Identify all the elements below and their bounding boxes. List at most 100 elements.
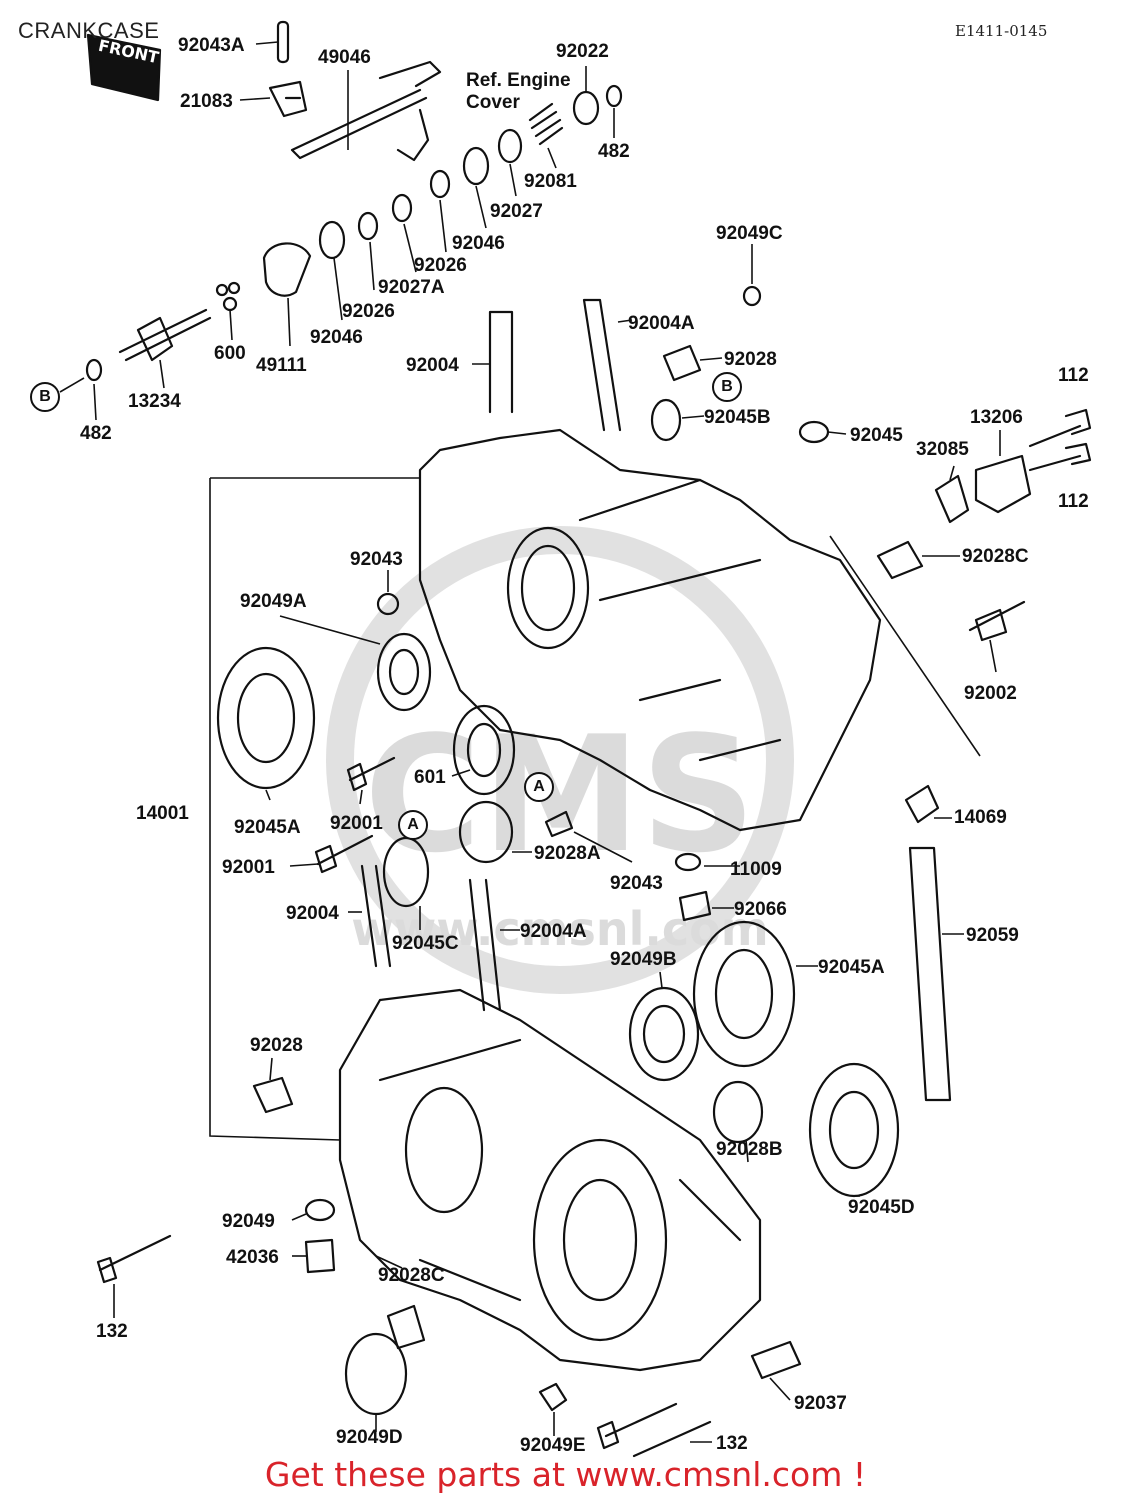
crankcase-lower-half <box>338 988 762 1372</box>
part-label-49111[interactable]: 49111 <box>256 355 307 376</box>
part-label-92049D[interactable]: 92049D <box>336 1427 403 1448</box>
marker-a-center: A <box>524 772 554 802</box>
part-label-132-left[interactable]: 132 <box>96 1321 128 1342</box>
part-label-21083[interactable]: 21083 <box>180 91 233 112</box>
bolt-112b <box>1028 442 1092 472</box>
part-label-92046-b[interactable]: 92046 <box>310 327 363 348</box>
part-label-49046[interactable]: 49046 <box>318 47 371 68</box>
part-label-13234[interactable]: 13234 <box>128 391 181 412</box>
shaft-arm <box>378 60 442 162</box>
upper-bore-inner <box>520 544 576 632</box>
part-label-92001-upper[interactable]: 92001 <box>330 813 383 834</box>
part-label-92028C-right[interactable]: 92028C <box>962 546 1029 567</box>
part-label-92045[interactable]: 92045 <box>850 425 903 446</box>
part-label-92028C-bottom[interactable]: 92028C <box>378 1265 445 1286</box>
part-label-92049[interactable]: 92049 <box>222 1211 275 1232</box>
part-label-601[interactable]: 601 <box>414 767 446 788</box>
part-label-92037[interactable]: 92037 <box>794 1393 847 1414</box>
ring-92027A <box>391 193 413 223</box>
part-label-132-right[interactable]: 132 <box>716 1433 748 1454</box>
cap-482b <box>85 358 103 382</box>
washer-92027 <box>497 128 523 164</box>
part-label-92059[interactable]: 92059 <box>966 925 1019 946</box>
gear-13234 <box>118 308 212 362</box>
part-label-92066[interactable]: 92066 <box>734 899 787 920</box>
tube-92059 <box>908 846 952 1102</box>
bearing-601 <box>452 704 516 796</box>
collar-92028B <box>712 1080 764 1144</box>
crank-housing <box>532 1138 668 1342</box>
part-label-92043A[interactable]: 92043A <box>178 35 245 56</box>
seal-92049D <box>344 1332 408 1416</box>
part-label-482-left[interactable]: 482 <box>80 423 112 444</box>
part-label-112-bottom[interactable]: 112 <box>1058 491 1089 512</box>
bracket-32085 <box>934 474 970 524</box>
plug-92028C-b <box>386 1304 426 1350</box>
part-label-92045A-right[interactable]: 92045A <box>818 957 885 978</box>
part-label-92028A[interactable]: 92028A <box>534 843 601 864</box>
washer-92026a <box>429 169 451 199</box>
part-label-112-top[interactable]: 112 <box>1058 365 1089 386</box>
dowel-92043-c <box>544 810 574 838</box>
part-label-92026-b[interactable]: 92026 <box>342 301 395 322</box>
clip-92049E <box>538 1382 568 1412</box>
part-label-92028B[interactable]: 92028B <box>716 1139 783 1160</box>
part-label-92045A-left[interactable]: 92045A <box>234 817 301 838</box>
part-label-92002[interactable]: 92002 <box>964 683 1017 704</box>
part-label-92004A-top[interactable]: 92004A <box>628 313 695 334</box>
watermark-logo: CMS www.cmsnl.com <box>326 526 794 994</box>
part-label-92004-bottom[interactable]: 92004 <box>286 903 339 924</box>
part-label-92028-top[interactable]: 92028 <box>724 349 777 370</box>
part-label-92049B[interactable]: 92049B <box>610 949 677 970</box>
crankcase-upper-half <box>418 428 882 832</box>
bearing-601-inner <box>466 722 502 778</box>
part-label-92027[interactable]: 92027 <box>490 201 543 222</box>
part-label-92045B[interactable]: 92045B <box>704 407 771 428</box>
part-label-92026-a[interactable]: 92026 <box>414 255 467 276</box>
part-label-13206[interactable]: 13206 <box>970 407 1023 428</box>
part-label-14069[interactable]: 14069 <box>954 807 1007 828</box>
part-label-42036[interactable]: 42036 <box>226 1247 279 1268</box>
lower-case-rib <box>378 1038 742 1302</box>
ref-engine-cover-note: Ref. Engine Cover <box>466 70 571 114</box>
footer-link[interactable]: Get these parts at www.cmsnl.com ! <box>264 1455 867 1494</box>
part-label-92043-left[interactable]: 92043 <box>350 549 403 570</box>
upper-case-rib <box>578 478 782 762</box>
part-label-92045C[interactable]: 92045C <box>392 933 459 954</box>
bearing-92045D <box>808 1062 900 1198</box>
bearing-92045D-inner <box>828 1090 880 1170</box>
marker-b-left: B <box>30 382 60 412</box>
bearing-92045B <box>650 398 682 442</box>
part-label-92046-a[interactable]: 92046 <box>452 233 505 254</box>
bolt-92001b <box>314 834 374 874</box>
part-label-32085[interactable]: 32085 <box>916 439 969 460</box>
part-label-92081[interactable]: 92081 <box>524 171 577 192</box>
plug-92028C-r <box>876 540 924 580</box>
part-label-92027A[interactable]: 92027A <box>378 277 445 298</box>
washer-92026b <box>357 211 379 241</box>
part-label-92001-lower[interactable]: 92001 <box>222 857 275 878</box>
stud-92004-bot <box>360 864 392 968</box>
part-label-11009[interactable]: 11009 <box>730 859 782 880</box>
bolt-92001a <box>346 756 396 792</box>
part-label-92049E[interactable]: 92049E <box>520 1435 586 1456</box>
bearing-92045A-l <box>216 646 316 790</box>
collar-49111 <box>262 242 312 297</box>
part-label-92004-top[interactable]: 92004 <box>406 355 459 376</box>
part-label-92049C[interactable]: 92049C <box>716 223 783 244</box>
part-label-482-top[interactable]: 482 <box>598 141 630 162</box>
part-label-92045D[interactable]: 92045D <box>848 1197 915 1218</box>
part-label-600[interactable]: 600 <box>214 343 246 364</box>
part-label-92022[interactable]: 92022 <box>556 41 609 62</box>
part-label-92004A-bottom[interactable]: 92004A <box>520 921 587 942</box>
ref-note-line1: Ref. Engine <box>466 70 571 91</box>
part-label-14001[interactable]: 14001 <box>136 803 189 824</box>
part-label-92028-bottom[interactable]: 92028 <box>250 1035 303 1056</box>
part-label-92049A[interactable]: 92049A <box>240 591 307 612</box>
seal-92046a <box>462 146 490 186</box>
plug-92028-bot <box>252 1076 294 1114</box>
upper-bore <box>506 526 590 650</box>
part-label-92043-center[interactable]: 92043 <box>610 873 663 894</box>
